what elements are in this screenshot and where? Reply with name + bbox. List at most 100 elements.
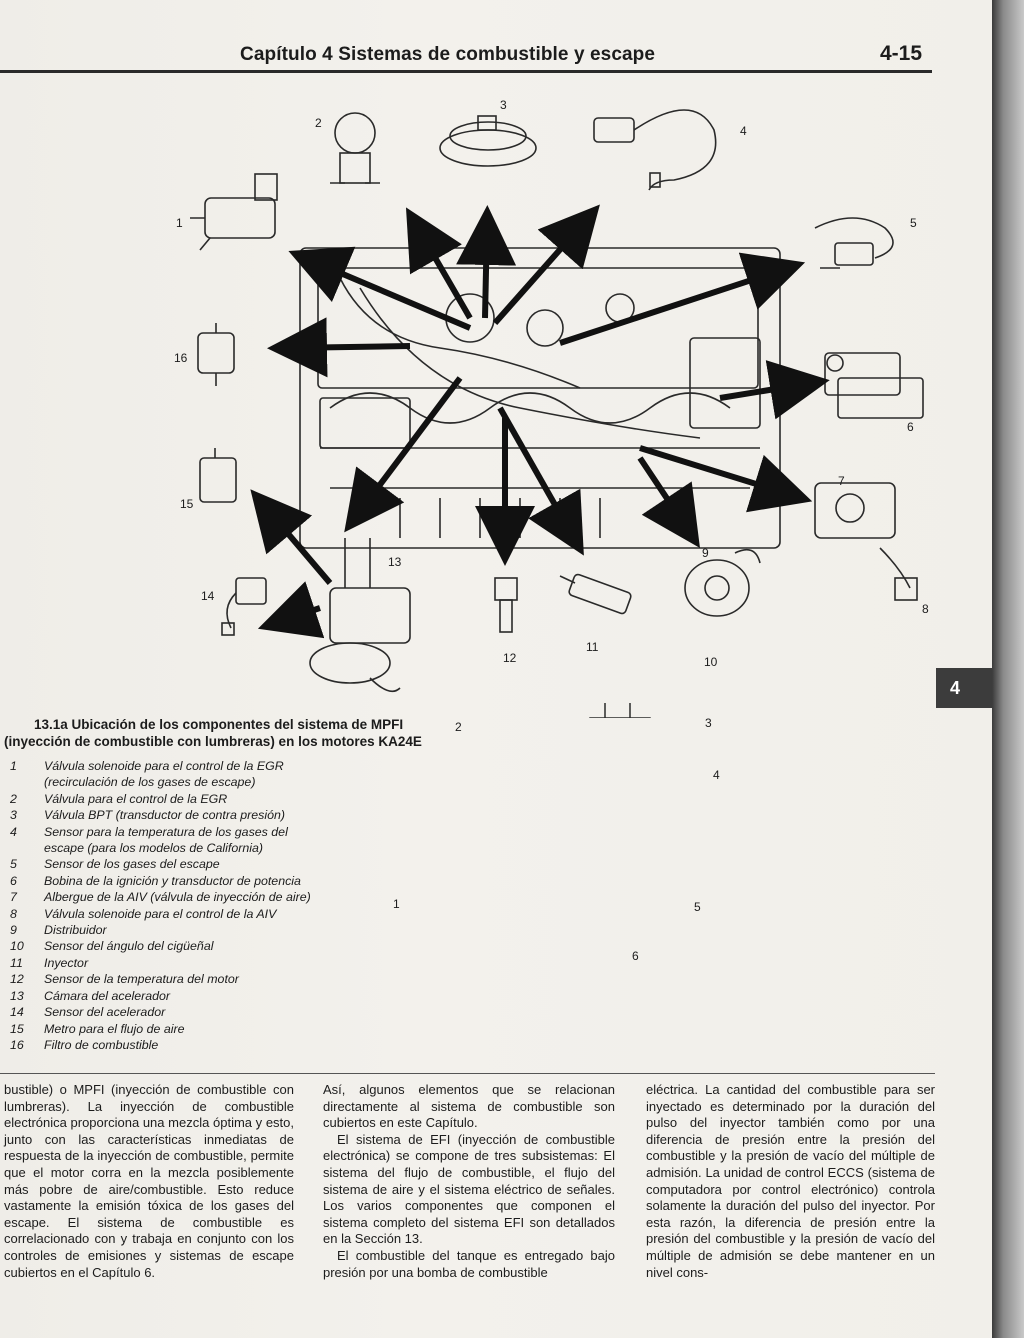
- paragraph: bustible) o MPFI (inyección de combustib…: [4, 1082, 294, 1280]
- body-column-3: eléctrica. La cantidad del combustible p…: [646, 1082, 935, 1281]
- text-rule: [0, 1073, 935, 1074]
- callout-7: 7: [838, 474, 845, 488]
- legend-number: 11: [10, 955, 23, 970]
- legend-text: Válvula solenoide para el control de la …: [44, 906, 277, 921]
- legend-text: Sensor de la temperatura del motor: [44, 972, 239, 987]
- bpt-valve-sketch: [439, 115, 537, 167]
- legend-number: 6: [10, 873, 17, 888]
- legend-item: 1 Válvula solenoide para el control de la…: [10, 758, 355, 774]
- legend-item: 11 Inyector: [10, 955, 355, 971]
- book-spine-shadow: [992, 0, 1024, 1338]
- oxygen-sensor-sketch: [814, 217, 894, 269]
- callout-bottom-3: 3: [705, 716, 712, 730]
- throttle-sensor-sketch: [221, 577, 267, 636]
- page-number: 4-15: [879, 42, 922, 65]
- callout-10: 10: [704, 655, 718, 669]
- callout-bottom-6: 6: [632, 949, 639, 963]
- callout-13: 13: [388, 555, 402, 569]
- callout-9: 9: [702, 546, 709, 560]
- page-header: Capítulo 4 Sistemas de combustible y esc…: [0, 42, 930, 76]
- legend-item: 10 Sensor del ángulo del cigüeñal: [10, 938, 355, 954]
- callout-bottom-5: 5: [694, 900, 701, 914]
- legend-text: Filtro de combustible: [44, 1037, 159, 1052]
- exhaust-temp-sensor-sketch: [593, 109, 717, 191]
- ignition-coil-sketch: [824, 352, 924, 419]
- legend-item: 15 Metro para el flujo de aire: [10, 1021, 355, 1037]
- callout-2: 2: [315, 116, 322, 130]
- callout-11: 11: [586, 640, 599, 654]
- legend-number: 9: [10, 923, 17, 938]
- body-column-2: Así, algunos elementos que se relacionan…: [323, 1082, 615, 1281]
- engine-components-diagram: [190, 109, 924, 718]
- legend-text: Válvula BPT (transductor de contra presi…: [44, 808, 286, 823]
- legend-text: Sensor para la temperatura de los gases …: [44, 824, 288, 839]
- legend-item: 16 Filtro de combustible: [10, 1037, 355, 1053]
- distributor-sketch: [684, 548, 761, 617]
- fuel-filter-sketch: [197, 323, 235, 386]
- legend-text-continued: (recirculación de los gases de escape): [44, 775, 256, 790]
- legend-number: 3: [10, 808, 17, 823]
- egr-valve-sketch: [330, 112, 380, 184]
- pointer-arrows: [250, 204, 830, 639]
- aiv-housing-sketch: [814, 482, 918, 601]
- legend-item: 7 Albergue de la AIV (válvula de inyecció…: [10, 889, 355, 905]
- engine-side-view: [589, 703, 651, 718]
- legend-text: Metro para el flujo de aire: [44, 1021, 185, 1036]
- callout-bottom-1: 1: [393, 897, 400, 911]
- callout-5: 5: [910, 216, 917, 230]
- legend-text: Válvula solenoide para el control de la …: [44, 759, 284, 773]
- legend-item: 8 Válvula solenoide para el control de la…: [10, 906, 355, 922]
- injector-sketch: [559, 573, 632, 615]
- legend-item: 3 Válvula BPT (transductor de contra pres…: [10, 807, 355, 823]
- body-column-1: bustible) o MPFI (inyección de combustib…: [4, 1082, 294, 1281]
- legend-text: Bobina de la ignición y transductor de p…: [44, 873, 301, 888]
- egr-solenoid-sketch: [190, 173, 278, 251]
- callout-3: 3: [500, 98, 507, 112]
- throttle-chamber-sketch: [309, 538, 411, 693]
- paragraph: El combustible del tanque es entregado b…: [323, 1247, 615, 1280]
- legend-item: 6 Bobina de la ignición y transductor de …: [10, 873, 355, 889]
- legend-item: 4 Sensor para la temperatura de los gases…: [10, 824, 355, 840]
- legend-text-continued: escape (para los modelos de California): [44, 841, 264, 856]
- callout-12: 12: [503, 651, 517, 665]
- callout-1: 1: [176, 216, 183, 230]
- legend-number: 10: [10, 939, 24, 954]
- legend-item: 12 Sensor de la temperatura del motor: [10, 971, 355, 987]
- legend-number: 5: [10, 857, 17, 872]
- chapter-title: Capítulo 4 Sistemas de combustible y esc…: [240, 44, 656, 65]
- legend-number: 1: [10, 759, 17, 773]
- legend-number: 7: [10, 890, 17, 905]
- paragraph: El sistema de EFI (inyección de combusti…: [323, 1131, 615, 1247]
- chapter-thumb-tab: 4: [936, 668, 992, 708]
- paragraph: Así, algunos elementos que se relacionan…: [323, 1082, 615, 1131]
- legend-text: Cámara del acelerador: [44, 988, 171, 1003]
- legend-number: 4: [10, 824, 17, 839]
- legend-number: 16: [10, 1037, 24, 1052]
- air-flow-meter-sketch: [199, 448, 237, 503]
- callout-16: 16: [174, 351, 188, 365]
- callout-8: 8: [922, 602, 929, 616]
- coolant-temp-sensor-sketch: [494, 577, 518, 633]
- callout-4: 4: [740, 124, 747, 138]
- legend-text: Válvula para el control de la EGR: [44, 791, 228, 806]
- legend-text: Sensor del ángulo del cigüeñal: [44, 939, 214, 954]
- legend-number: 15: [10, 1021, 24, 1036]
- legend-number: 8: [10, 906, 17, 921]
- figure-caption: 13.1a Ubicación de los componentes del s…: [4, 716, 424, 750]
- legend-item: 9 Distribuidor: [10, 922, 355, 938]
- callout-bottom-4: 4: [713, 768, 720, 782]
- paragraph: eléctrica. La cantidad del combustible p…: [646, 1082, 935, 1280]
- legend-text: Inyector: [44, 955, 89, 970]
- header-rule: [0, 70, 932, 73]
- legend-number: 13: [10, 988, 24, 1003]
- callout-6: 6: [907, 420, 914, 434]
- callout-bottom-2: 2: [455, 720, 462, 734]
- legend-number: 12: [10, 972, 24, 987]
- legend-text: Albergue de la AIV (válvula de inyección…: [44, 890, 311, 905]
- caption-line-1: 13.1a Ubicación de los componentes del s…: [34, 717, 404, 732]
- legend-text: Distribuidor: [44, 923, 107, 938]
